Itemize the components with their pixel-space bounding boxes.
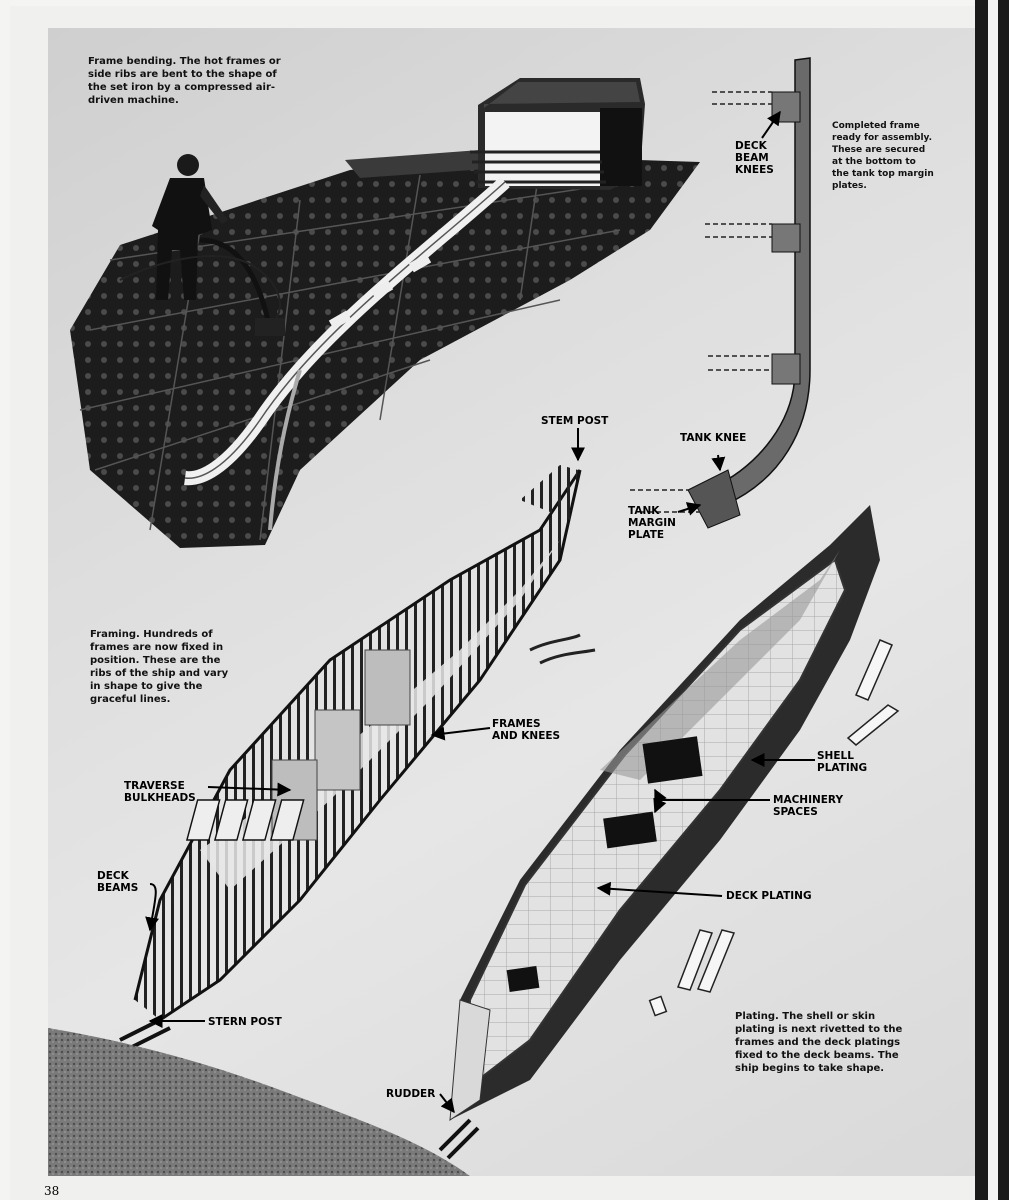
label-deck-beams: DECK BEAMS bbox=[97, 870, 139, 894]
completed-frame bbox=[630, 57, 811, 529]
loose-parts bbox=[185, 633, 900, 1017]
label-stem-post: STEM POST bbox=[541, 415, 609, 427]
worker-figure bbox=[119, 154, 285, 336]
label-deck-beam-knees: DECK BEAM KNEES bbox=[735, 140, 774, 176]
water bbox=[48, 1028, 470, 1176]
label-tank-knee: TANK KNEE bbox=[680, 432, 747, 444]
label-shell-plating: SHELL PLATING bbox=[817, 750, 868, 774]
page-number: 38 bbox=[44, 1184, 60, 1198]
label-deck-plating: DECK PLATING bbox=[726, 890, 812, 902]
leader-lines bbox=[145, 110, 815, 1114]
label-rudder: RUDDER bbox=[386, 1088, 436, 1100]
caption-frame-bending: Frame bending. The hot frames or side ri… bbox=[88, 56, 281, 106]
set-iron bbox=[184, 176, 510, 531]
label-machinery-spaces: MACHINERY SPACES bbox=[773, 794, 844, 818]
label-stern-post: STERN POST bbox=[208, 1016, 282, 1028]
caption-plating: Plating. The shell or skin plating is ne… bbox=[735, 1011, 903, 1074]
label-traverse-bulkheads: TRAVERSE BULKHEADS bbox=[124, 780, 196, 804]
caption-completed-frame: Completed frame ready for assembly. Thes… bbox=[832, 121, 934, 191]
page-edge-strip bbox=[988, 0, 998, 1200]
furnace bbox=[470, 78, 645, 190]
label-frames-and-knees: FRAMES AND KNEES bbox=[492, 718, 561, 742]
label-tank-margin-plate: TANK MARGIN PLATE bbox=[628, 505, 676, 541]
caption-framing: Framing. Hundreds of frames are now fixe… bbox=[90, 629, 229, 705]
